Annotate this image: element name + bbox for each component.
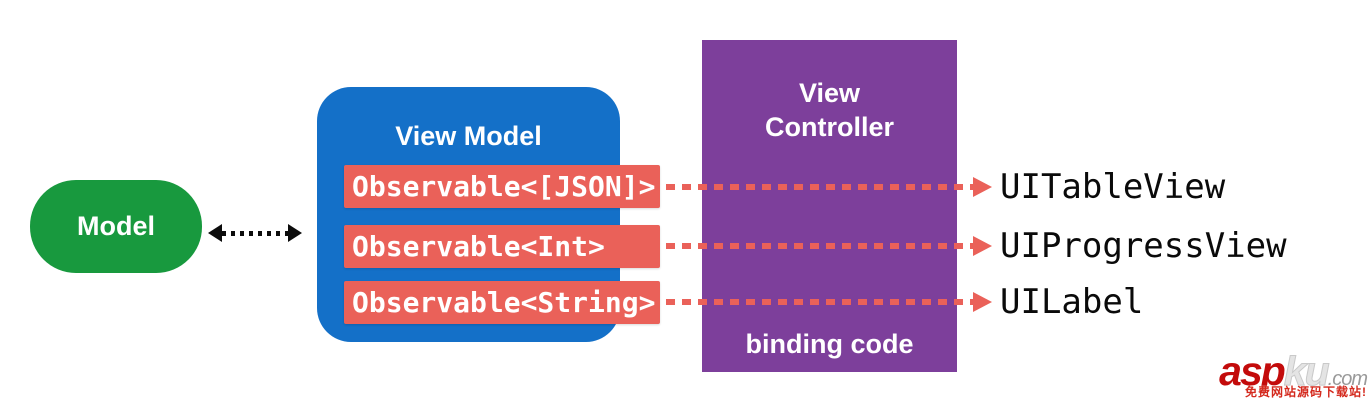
model-label: Model (77, 211, 155, 241)
observable-int-box: Observable<Int> (344, 225, 660, 268)
watermark-brand-asp: asp (1219, 348, 1286, 394)
binding-arrow-progressview (666, 236, 992, 256)
dashed-line (666, 299, 973, 305)
uilabel-label: UILabel (1000, 282, 1144, 322)
arrowhead-icon (973, 177, 992, 197)
binding-arrow-tableview (666, 177, 992, 197)
arrow-right-icon (288, 224, 302, 242)
uiprogressview-label: UIProgressView (1000, 226, 1287, 266)
dashed-line (666, 184, 973, 190)
aspku-watermark: asp ku .com 免费网站源码下载站! (1182, 348, 1368, 400)
model-box: Model (30, 180, 202, 273)
observable-json-box: Observable<[JSON]> (344, 165, 660, 208)
watermark-logo: asp ku .com (1182, 348, 1368, 394)
watermark-tagline: 免费网站源码下载站! (1245, 385, 1367, 399)
observable-string-box: Observable<String> (344, 281, 660, 324)
binding-code-label: binding code (745, 329, 914, 359)
dotted-line (222, 230, 288, 236)
uitableview-label: UITableView (1000, 167, 1226, 207)
model-viewmodel-arrow (208, 223, 302, 243)
arrowhead-icon (973, 292, 992, 312)
arrow-left-icon (208, 224, 222, 242)
view-controller-label: View Controller (764, 78, 894, 142)
dashed-line (666, 243, 973, 249)
binding-arrow-uilabel (666, 292, 992, 312)
view-model-label: View Model (395, 121, 542, 151)
view-controller-box: View Controller binding code (702, 40, 957, 372)
watermark-brand-ku: ku (1283, 348, 1330, 394)
watermark-domain-suffix: .com (1327, 368, 1368, 390)
arrowhead-icon (973, 236, 992, 256)
